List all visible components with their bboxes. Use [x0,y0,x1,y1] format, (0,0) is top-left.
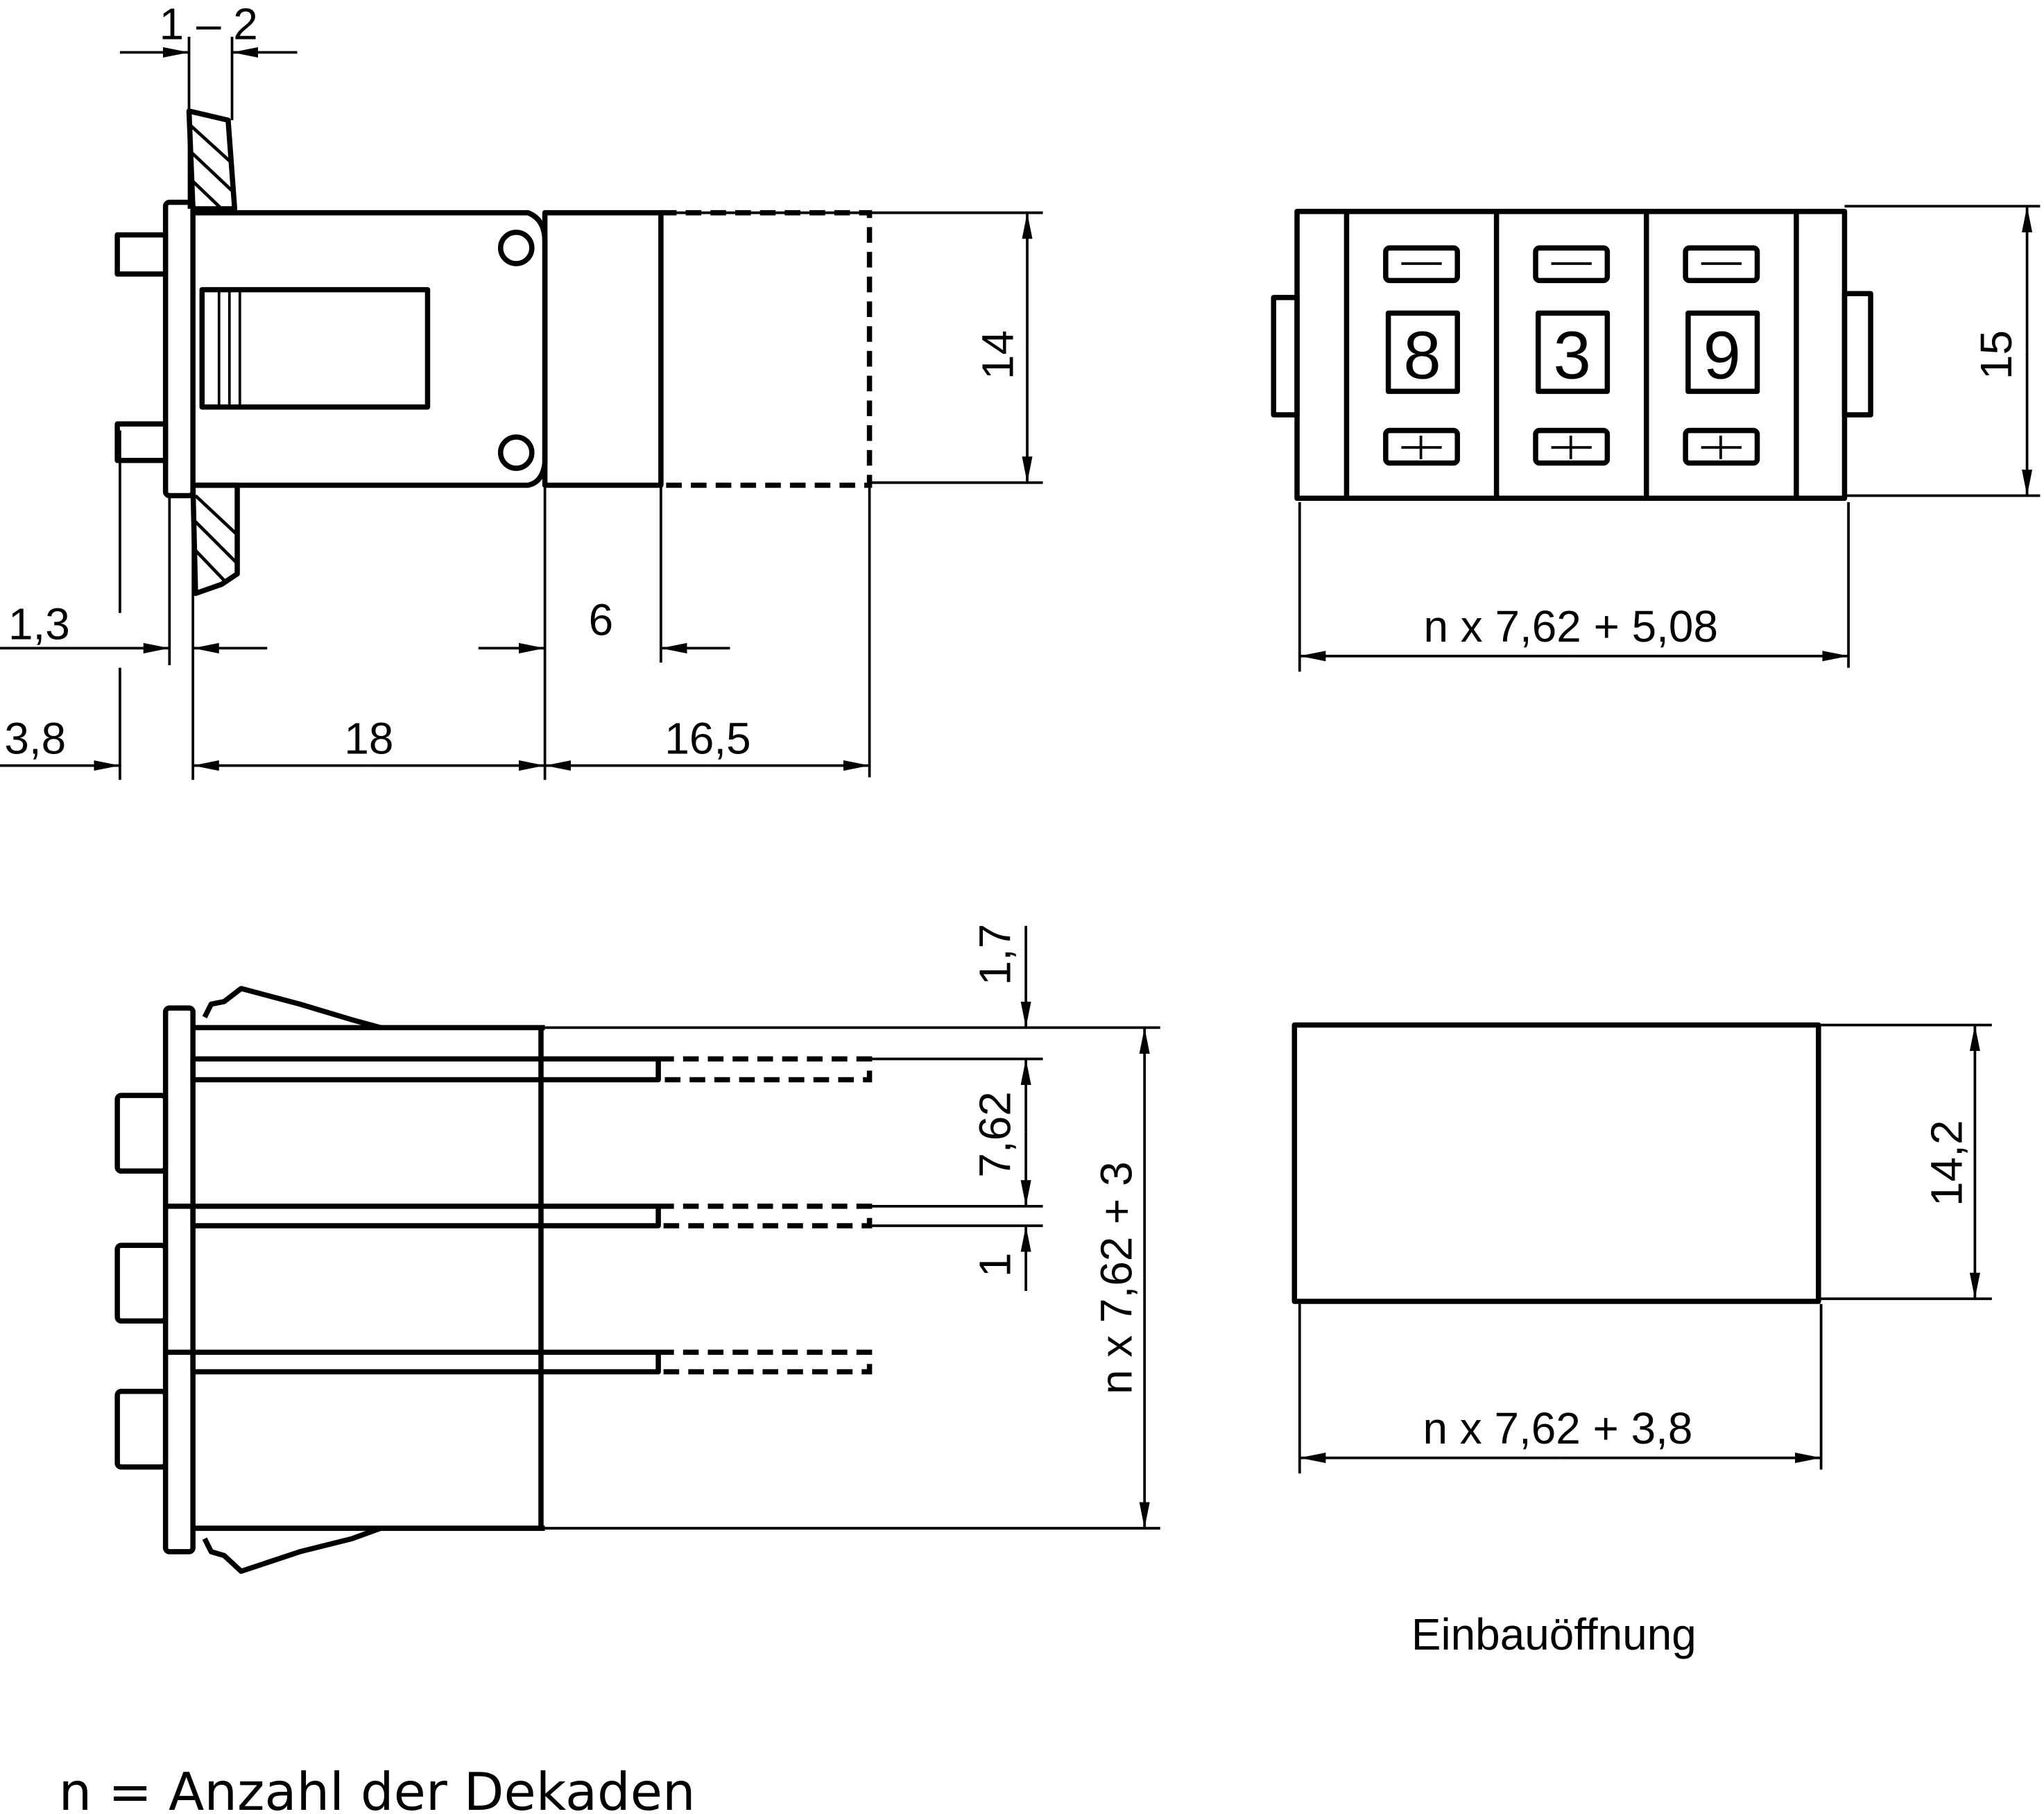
rocker-top [202,986,381,1030]
dim-width: n x 7,62 + 5,08 [1424,601,1719,651]
dim-extension-16-5: 16,5 [664,714,750,764]
digit: 9 [1703,317,1741,393]
dim-flange-1-3: 1,3 [8,599,70,649]
button-top [114,232,169,277]
button [114,1388,169,1470]
top-view: 1,7 7,62 1 n x 7,62 + 3 [114,924,1160,1574]
rivet [497,434,535,471]
dim-height-15: 15 [1971,330,2021,379]
button [114,1093,169,1174]
footnote: n = Anzahl der Dekaden [59,1761,696,1814]
front-view: 8 3 9 15 n x 7,62 + 5,08 [1271,205,2041,672]
extension-dashed [660,209,873,488]
plus-button[interactable] [1683,427,1760,466]
dim-total: n x 7,62 + 3 [1091,1161,1141,1394]
dim-width: n x 7,62 + 3,8 [1423,1403,1692,1453]
minus-button[interactable] [1683,245,1760,284]
dim-button-3-8: 3,8 [4,714,66,764]
front-flange [162,1005,196,1555]
front-flange [162,199,196,499]
digit-window [1685,310,1760,394]
plus-button[interactable] [1533,427,1611,466]
decade-3: 9 [1683,245,1760,466]
plus-button[interactable] [1383,427,1461,466]
housing-rear [542,209,664,488]
cutout-label: Einbauöffnung [1411,1609,1697,1659]
decade-2: 3 [1533,245,1611,466]
digit-window [1385,310,1461,394]
dim-top-offset: 1,7 [970,924,1020,986]
dim-height-14: 14 [972,330,1022,379]
minus-button[interactable] [1533,245,1611,284]
button [114,1242,169,1324]
dim-pitch: 7,62 [970,1091,1020,1177]
digit: 3 [1553,317,1590,393]
minus-button[interactable] [1383,245,1461,284]
dim-body-18: 18 [344,714,393,764]
dim-rear-6: 6 [589,595,614,645]
rocker-bottom [202,1525,382,1574]
side-view: 1 – 2 14 1,3 6 3,8 18 16,5 [0,0,1043,780]
front-body [1294,209,1848,502]
rivet [497,230,535,266]
decade-1: 8 [1383,245,1461,466]
dim-panel-thickness: 1 – 2 [160,0,258,49]
dim-height-14-2: 14,2 [1922,1120,1972,1206]
display-window [199,286,431,410]
digit-window [1536,310,1611,394]
cutout-rect [1291,1022,1821,1304]
button-bottom [114,421,169,463]
panel-cutout: 14,2 n x 7,62 + 3,8 Einbauöffnung [1291,1022,1992,1659]
digit: 8 [1403,317,1441,393]
dim-pin: 1 [970,1253,1020,1278]
housing [193,209,548,488]
